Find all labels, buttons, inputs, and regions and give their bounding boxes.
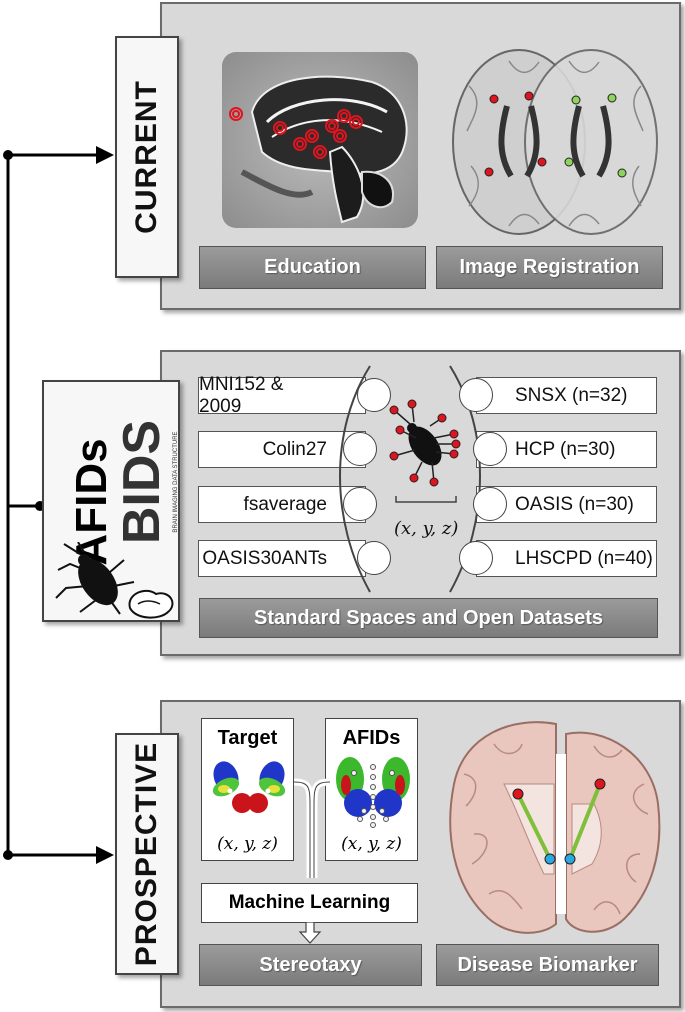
brain-icon <box>459 541 493 575</box>
education-brain-image <box>222 52 418 228</box>
afids-bids-logo <box>55 542 174 619</box>
disease-biomarker-brain-image <box>449 721 661 934</box>
brain-icon <box>357 378 391 412</box>
bids-subtitle: BRAIN IMAGING DATA STRUCTURE <box>173 431 179 533</box>
target-card: Target (x, y, z) <box>201 718 294 861</box>
afids-critter-icon <box>389 399 461 487</box>
prospective-label: PROSPECTIVE <box>130 741 163 967</box>
prospective-tab: PROSPECTIVE <box>115 733 179 975</box>
afids-coords: (x, y, z) <box>341 834 402 854</box>
afids-bids-tab: AFIDs BIDS BRAIN IMAGING DATA STRUCTURE <box>42 380 180 622</box>
bids-title: BIDS <box>113 419 171 545</box>
brain-icon <box>343 432 377 466</box>
image-registration-bar: Image Registration <box>436 246 663 289</box>
registration-brain-image <box>452 49 658 235</box>
target-nuclei-image <box>212 761 286 813</box>
disease-biomarker-bar: Disease Biomarker <box>436 944 659 986</box>
dataset-coords: (x, y, z) <box>394 518 459 539</box>
education-bar: Education <box>199 246 426 289</box>
brain-icon <box>473 487 507 521</box>
stereotaxy-bar: Stereotaxy <box>199 944 422 986</box>
ml-connector <box>293 778 331 878</box>
brain-icon <box>459 378 493 412</box>
target-coords: (x, y, z) <box>217 834 278 854</box>
machine-learning-box: Machine Learning <box>201 883 418 923</box>
dataset-oasis30ants: OASIS30ANTs <box>198 540 366 577</box>
dataset-colin27: Colin27 <box>198 431 366 468</box>
down-arrow-icon <box>298 922 322 944</box>
standard-spaces-bar: Standard Spaces and Open Datasets <box>199 598 658 638</box>
afids-card: AFIDs (x, y, z) <box>325 718 418 861</box>
afids-card-title: AFIDs <box>342 727 401 749</box>
dataset-fsaverage: fsaverage <box>198 486 366 523</box>
brain-icon <box>343 487 377 521</box>
dataset-snsx: SNSX (n=32) <box>476 377 657 414</box>
dataset-lhscpd: LHSCPD (n=40) <box>476 540 657 577</box>
current-label: CURRENT <box>130 80 163 234</box>
brain-icon <box>357 541 391 575</box>
dataset-mni152-2009: MNI152 & 2009 <box>198 374 366 417</box>
current-tab: CURRENT <box>115 36 179 278</box>
brain-icon <box>473 432 507 466</box>
afids-nuclei-image <box>336 757 410 828</box>
target-card-title: Target <box>217 727 278 749</box>
